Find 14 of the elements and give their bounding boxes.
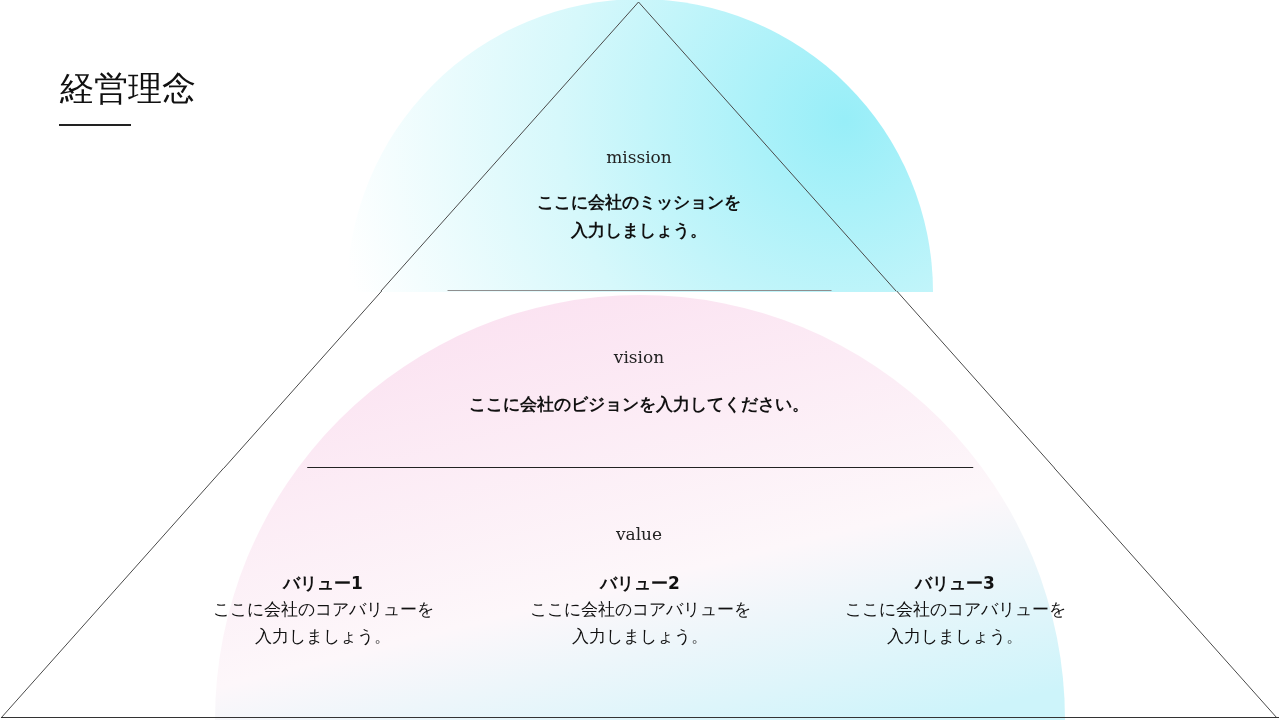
value-heading: バリュー2 xyxy=(600,572,680,595)
pyramid-tier xyxy=(1,468,1277,718)
tier-text: ここに会社のビジョンを入力してください。 xyxy=(469,393,809,416)
title: 経営理念 xyxy=(60,67,196,110)
tier-heading: vision xyxy=(613,346,665,368)
value-text: ここに会社のコアバリューを入力しましょう。 xyxy=(528,598,752,648)
tier-heading: mission xyxy=(606,146,672,168)
value-text: ここに会社のコアバリューを入力しましょう。 xyxy=(843,598,1067,648)
pyramid-tier xyxy=(223,291,1055,468)
tier-heading: value xyxy=(615,523,663,545)
value-heading: バリュー3 xyxy=(915,572,995,595)
value-text: ここに会社のコアバリューを入力しましょう。 xyxy=(211,598,435,648)
value-heading: バリュー1 xyxy=(283,572,363,595)
tier-text: ここに会社のミッションを入力しましょう。 xyxy=(536,191,742,242)
